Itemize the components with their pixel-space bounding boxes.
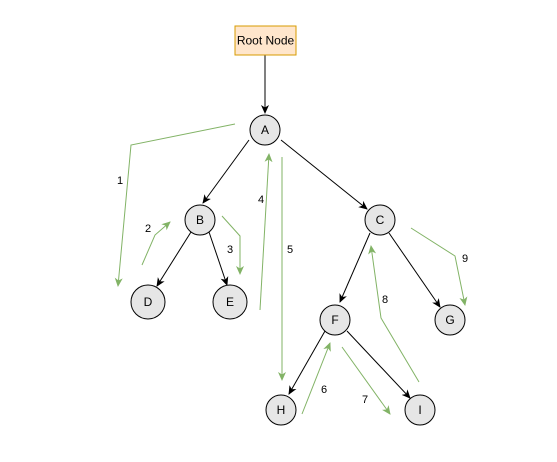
node-b-label: B xyxy=(196,213,204,227)
node-d-label: D xyxy=(144,295,153,309)
step-label-6: 6 xyxy=(321,384,327,396)
node-c: C xyxy=(364,204,396,236)
step-label-8: 8 xyxy=(382,294,388,306)
edge-b-e xyxy=(208,231,229,286)
edge-c-f xyxy=(339,232,371,303)
root-node: Root Node xyxy=(234,25,297,56)
node-a-label: A xyxy=(261,123,269,137)
node-d: D xyxy=(130,284,166,320)
step-label-5: 5 xyxy=(287,244,293,256)
traversal-arrow-2 xyxy=(141,221,171,266)
step-label-2: 2 xyxy=(145,223,151,235)
traversal-arrow-1 xyxy=(114,123,236,287)
tree-edges xyxy=(156,55,441,399)
node-e: E xyxy=(212,284,248,320)
edge-f-i xyxy=(346,330,411,399)
node-c-label: C xyxy=(376,213,385,227)
step-label-9: 9 xyxy=(462,253,468,265)
step-labels: 1 2 3 4 5 6 7 8 9 xyxy=(117,175,468,406)
traversal-arrow-3 xyxy=(221,215,244,275)
edge-a-c xyxy=(280,139,368,210)
step-label-3: 3 xyxy=(227,244,233,256)
node-g: G xyxy=(434,304,466,336)
step-label-7: 7 xyxy=(362,394,368,406)
node-i: I xyxy=(404,394,436,426)
traversal-arrow-8 xyxy=(368,245,420,383)
edge-a-b xyxy=(202,139,250,204)
node-i-label: I xyxy=(418,403,421,417)
traversal-arrows xyxy=(114,123,468,415)
root-node-label: Root Node xyxy=(237,34,295,48)
node-f-label: F xyxy=(331,313,338,327)
edge-c-g xyxy=(388,232,441,308)
traversal-arrow-7 xyxy=(341,346,391,415)
node-h: H xyxy=(265,394,297,426)
step-label-1: 1 xyxy=(117,175,123,187)
step-label-4: 4 xyxy=(258,194,264,206)
traversal-arrow-6 xyxy=(301,342,331,415)
root-node-box xyxy=(234,25,297,56)
traversal-arrow-4 xyxy=(259,153,273,311)
edge-b-d xyxy=(156,231,192,287)
node-f: F xyxy=(319,304,351,336)
node-h-label: H xyxy=(277,403,286,417)
node-b: B xyxy=(184,204,216,236)
node-g-label: G xyxy=(445,313,454,327)
traversal-arrow-9 xyxy=(410,227,468,306)
node-e-label: E xyxy=(226,295,234,309)
edge-f-h xyxy=(288,330,326,395)
node-a: A xyxy=(249,114,281,146)
